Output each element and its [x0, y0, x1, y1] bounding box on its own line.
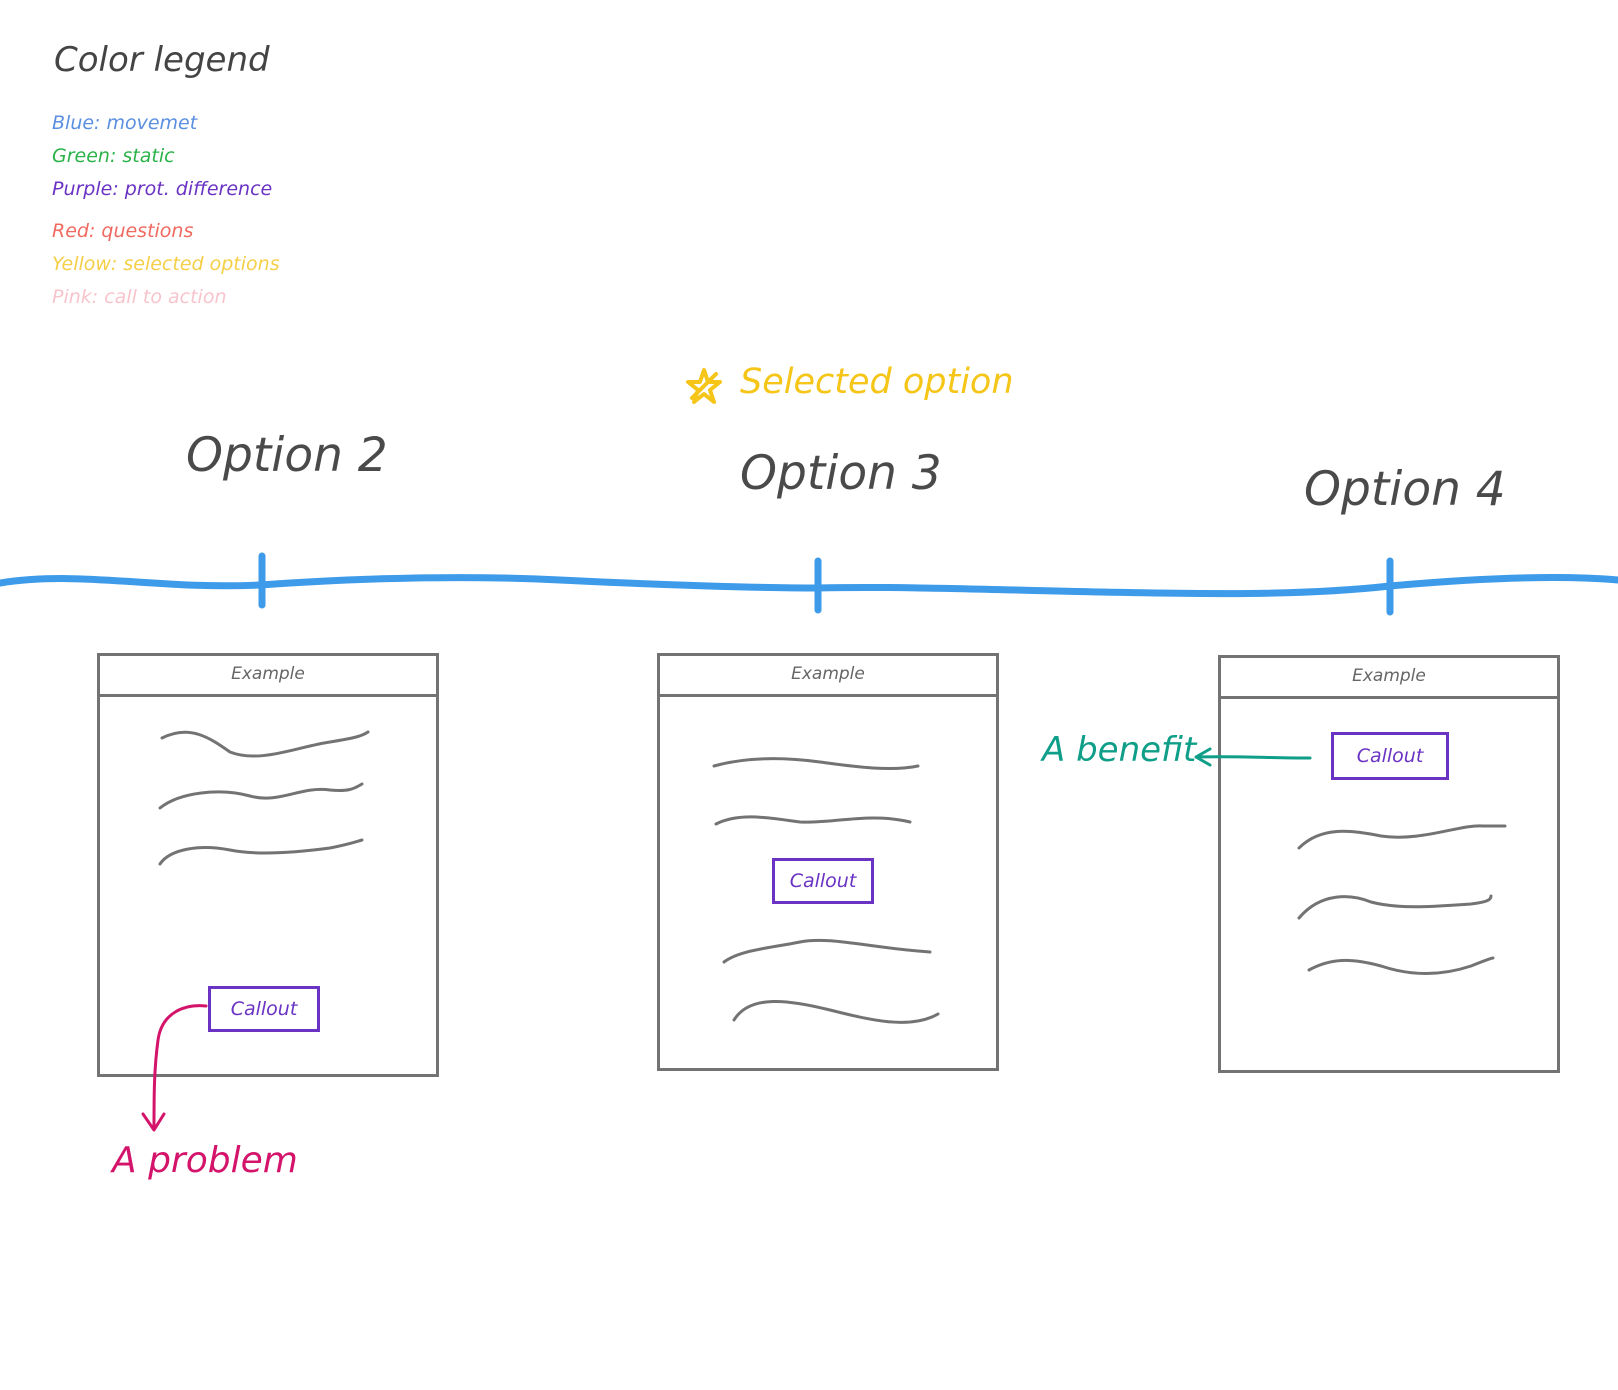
option-3-mockup-header: Example [660, 656, 996, 697]
legend-item-purple: Purple: prot. difference [52, 178, 273, 200]
option-4-callout: Callout [1331, 732, 1449, 780]
legend-item-pink: Pink: call to action [52, 286, 227, 308]
legend-item-red: Red: questions [52, 220, 194, 242]
problem-annotation: A problem [112, 1140, 298, 1181]
selected-option-label: Selected option [740, 362, 1014, 402]
legend-item-yellow: Yellow: selected options [52, 253, 280, 275]
option-3-title: Option 3 [740, 446, 942, 501]
option-3-mockup: Example Callout [657, 653, 999, 1071]
option-3-text-lines [712, 757, 940, 1024]
option-4-mockup: Example Callout [1218, 655, 1560, 1073]
option-2-mockup: Example Callout [97, 653, 439, 1077]
option-2-title: Option 2 [186, 428, 388, 483]
legend-item-green: Green: static [52, 145, 175, 167]
legend-title: Color legend [54, 40, 270, 80]
option-4-title: Option 4 [1304, 462, 1506, 517]
option-2-text-lines [158, 730, 370, 866]
benefit-annotation: A benefit [1042, 730, 1197, 770]
star-icon [686, 368, 722, 404]
option-2-mockup-header: Example [100, 656, 436, 697]
legend-item-blue: Blue: movemet [52, 112, 198, 134]
timeline-line [0, 574, 1618, 598]
option-2-callout: Callout [208, 986, 320, 1032]
option-3-callout: Callout [772, 858, 874, 904]
option-4-text-lines [1297, 824, 1507, 975]
option-4-mockup-header: Example [1221, 658, 1557, 699]
